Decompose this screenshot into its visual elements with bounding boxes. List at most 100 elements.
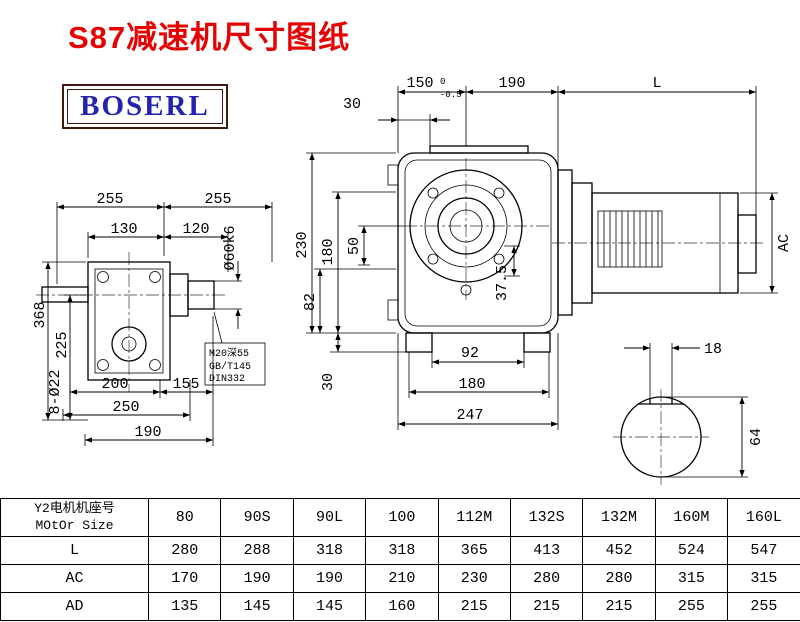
drain-hole bbox=[460, 284, 472, 296]
bolt-hole bbox=[149, 271, 161, 283]
table-cell: 215 bbox=[582, 592, 656, 621]
front-view: 150 0 -0.5 190 L 30 230 180 50 82 30 37.… bbox=[294, 75, 793, 430]
flange-circle-outer bbox=[409, 169, 523, 283]
bore-inner-circle bbox=[121, 336, 137, 352]
tap-note-line2: GB/T145 bbox=[209, 361, 251, 373]
dim-label-180-left: 180 bbox=[320, 238, 337, 265]
front-centerlines bbox=[404, 158, 766, 300]
dim-label-250: 250 bbox=[112, 399, 139, 416]
table-cell: 135 bbox=[147, 592, 222, 621]
dim-label-247: 247 bbox=[456, 407, 483, 424]
table-cell: 524 bbox=[654, 536, 729, 565]
col-header-132S: 132S bbox=[509, 498, 584, 537]
table-cell: 280 bbox=[147, 536, 222, 565]
table-cell: 547 bbox=[727, 536, 800, 565]
boserl-logo-frame: BOSERL bbox=[67, 89, 223, 124]
gearbox-inner-contour bbox=[404, 159, 552, 327]
mounting-lug bbox=[387, 164, 399, 186]
motor-flange bbox=[557, 169, 573, 316]
dim-label-64: 64 bbox=[748, 428, 765, 446]
tap-note-line3: DIN332 bbox=[209, 374, 245, 385]
shaft-section-view: 18 64 bbox=[613, 341, 765, 485]
foot-left bbox=[405, 332, 433, 353]
col-header-100: 100 bbox=[365, 498, 439, 537]
dim-label-150: 150 bbox=[406, 75, 433, 92]
bolt-hole bbox=[97, 359, 109, 371]
keyway bbox=[638, 397, 684, 405]
table-cell: 230 bbox=[437, 564, 511, 593]
table-cell: 215 bbox=[509, 592, 584, 621]
table-cell: 452 bbox=[582, 536, 656, 565]
table-corner-cell: Y2电机机座号 MOtOr Size bbox=[0, 498, 149, 537]
housing-face bbox=[94, 268, 164, 374]
flange-circle-bore bbox=[437, 197, 495, 255]
dim-label-155: 155 bbox=[172, 376, 199, 393]
logo-text: BOSERL bbox=[80, 90, 210, 122]
row-label-L: L bbox=[0, 536, 149, 565]
dim-label-190: 190 bbox=[134, 424, 161, 441]
row-label-AD: AD bbox=[0, 592, 149, 621]
technical-drawing: 255 255 130 120 368 225 8-Ø22 200 155 25… bbox=[32, 75, 793, 485]
table-cell: 190 bbox=[292, 564, 367, 593]
shaft-centerlines bbox=[613, 389, 709, 485]
table-cell: 210 bbox=[365, 564, 439, 593]
dim-label-50: 50 bbox=[346, 237, 363, 255]
gearbox-outline bbox=[397, 152, 559, 334]
col-header-132M: 132M bbox=[582, 498, 656, 537]
table-header-en: MOtOr Size bbox=[35, 517, 114, 533]
bore-circle bbox=[111, 326, 147, 362]
dim-label-120: 120 bbox=[182, 221, 209, 238]
table-cell: 413 bbox=[509, 536, 584, 565]
table-cell: 280 bbox=[509, 564, 584, 593]
output-shaft-stub bbox=[187, 280, 215, 310]
housing-outline bbox=[87, 261, 171, 381]
table-cell: 145 bbox=[292, 592, 367, 621]
tap-note-leader bbox=[213, 311, 223, 344]
tap-note-line1: M20深55 bbox=[209, 347, 249, 360]
table-cell: 255 bbox=[727, 592, 800, 621]
dim-label-82: 82 bbox=[302, 293, 319, 311]
dim-label-30-bottom: 30 bbox=[320, 373, 337, 391]
col-header-90S: 90S bbox=[220, 498, 294, 537]
dim-label-368: 368 bbox=[32, 301, 49, 328]
side-view: 255 255 130 120 368 225 8-Ø22 200 155 25… bbox=[32, 191, 273, 446]
flange-bolt-hole bbox=[493, 253, 505, 265]
table-cell: 280 bbox=[582, 564, 656, 593]
dim-label-150-tol-upper: 0 bbox=[440, 77, 445, 87]
input-shaft bbox=[41, 286, 89, 303]
dim-label-AC: AC bbox=[776, 234, 793, 252]
col-header-90L: 90L bbox=[292, 498, 367, 537]
table-cell: 318 bbox=[292, 536, 367, 565]
flange-bolt-hole bbox=[427, 253, 439, 265]
dim-label-37-5: 37.5 bbox=[494, 265, 511, 301]
table-cell: 145 bbox=[220, 592, 294, 621]
dim-label-180-bottom: 180 bbox=[458, 376, 485, 393]
table-cell: 318 bbox=[365, 536, 439, 565]
bolt-hole bbox=[149, 359, 161, 371]
tap-note-box bbox=[204, 342, 266, 386]
table-cell: 315 bbox=[654, 564, 729, 593]
table-cell: 315 bbox=[727, 564, 800, 593]
bolt-hole bbox=[97, 271, 109, 283]
dim-label-L: L bbox=[652, 75, 661, 92]
dim-label-255-right: 255 bbox=[204, 191, 231, 208]
table-cell: 255 bbox=[654, 592, 729, 621]
table-header-row: Y2电机机座号 MOtOr Size 80 90S 90L 100 112M 1… bbox=[0, 498, 800, 537]
boserl-logo: BOSERL bbox=[62, 84, 228, 129]
flange-circle-bolt bbox=[424, 184, 508, 268]
motor-end-cap bbox=[737, 214, 757, 274]
table-header-cn: Y2电机机座号 bbox=[34, 500, 115, 516]
foot-right bbox=[523, 332, 551, 353]
dim-label-92: 92 bbox=[461, 345, 479, 362]
col-header-80: 80 bbox=[147, 498, 222, 537]
table-cell: 170 bbox=[147, 564, 222, 593]
motor-size-table: Y2电机机座号 MOtOr Size 80 90S 90L 100 112M 1… bbox=[0, 498, 800, 621]
flange-bolt-hole bbox=[427, 187, 439, 199]
table-cell: 215 bbox=[437, 592, 511, 621]
dim-label-18: 18 bbox=[704, 341, 722, 358]
table-row-AD: AD 135 145 145 160 215 215 215 255 255 bbox=[0, 592, 800, 621]
shaft-extension-lines bbox=[649, 343, 748, 478]
col-header-160M: 160M bbox=[654, 498, 729, 537]
dim-label-230: 230 bbox=[294, 231, 311, 258]
dim-label-shaft-dia: Ø60k6 bbox=[222, 225, 239, 270]
